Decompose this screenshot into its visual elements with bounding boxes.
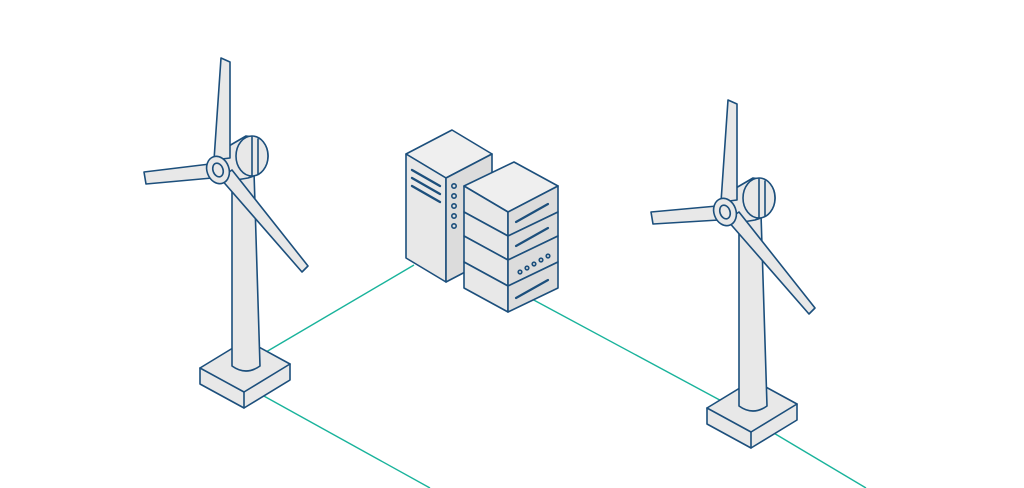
turbine-blade-up	[720, 99, 738, 203]
connection-lines	[261, 264, 867, 488]
rack-server-stack-icon	[463, 161, 559, 313]
wind-turbine-left-icon	[143, 57, 309, 409]
turbine-blade-up	[213, 57, 231, 161]
connector-server-to-right-turbine	[529, 297, 743, 413]
connector-left-turbine-to-edge	[261, 394, 431, 488]
connector-right-turbine-to-edge	[771, 431, 867, 488]
turbine-tower	[738, 213, 768, 412]
turbine-tower	[231, 171, 261, 372]
turbine-blade-left	[650, 205, 720, 225]
wind-turbine-right-icon	[650, 99, 816, 449]
turbine-blade-left	[143, 163, 213, 185]
connector-server-to-left-turbine	[265, 264, 415, 353]
